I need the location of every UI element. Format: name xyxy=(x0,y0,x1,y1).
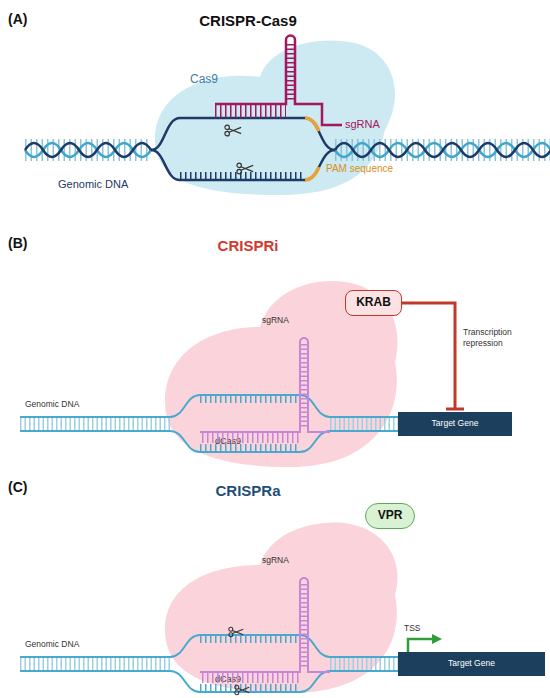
part-label: sgRNA xyxy=(262,316,289,325)
panel-letter: (B) xyxy=(8,236,27,251)
node-text: Target Gene xyxy=(448,659,495,668)
part-label: sgRNA xyxy=(262,556,289,565)
blob-shape xyxy=(155,40,395,195)
part-label: sgRNA xyxy=(345,118,380,130)
panel-letter: (C) xyxy=(8,480,27,495)
gene-box: Target Gene xyxy=(398,412,512,436)
dna-strand xyxy=(25,143,151,157)
node-text: Target Gene xyxy=(432,419,479,428)
dna-strand xyxy=(25,143,151,157)
text-holder: dCas9 xyxy=(215,437,241,447)
tss-arrowhead xyxy=(432,634,442,644)
panel-title: CRISPR-Cas9 xyxy=(199,13,297,30)
node-text: dCas9 xyxy=(215,437,241,447)
blob-shape xyxy=(165,281,398,467)
node-text: VPR xyxy=(378,509,403,522)
part-label: Genomic DNA xyxy=(25,400,79,409)
blob-shape xyxy=(165,523,398,693)
node-text: KRAB xyxy=(356,296,391,309)
text-holder: Target Gene xyxy=(432,419,479,428)
text-holder: Target Gene xyxy=(448,659,495,668)
text-holder: VPR xyxy=(378,509,403,522)
panel-title: CRISPRi xyxy=(218,238,279,255)
gene-box: Target Gene xyxy=(398,652,545,676)
blob-outline xyxy=(160,515,405,698)
text-holder: KRAB xyxy=(356,296,391,309)
text-holder: dCas9 xyxy=(215,675,241,685)
protein-blob: dCas9 xyxy=(160,515,405,698)
part-label: TSS xyxy=(404,624,421,633)
part-label: Genomic DNA xyxy=(25,640,79,649)
effector-box: VPR xyxy=(365,503,415,529)
connector-label: Transcription repression xyxy=(463,327,525,348)
text-holder: Cas9 xyxy=(190,73,218,86)
node-text: Cas9 xyxy=(190,73,218,86)
dna-rungs xyxy=(25,139,151,161)
effector-box: KRAB xyxy=(345,290,402,316)
part-label: Genomic DNA xyxy=(58,178,128,190)
tss-arrow xyxy=(408,639,434,652)
part-label: PAM sequence xyxy=(326,163,393,174)
panel-letter: (A) xyxy=(8,12,27,27)
panel-title: CRISPRa xyxy=(215,483,280,500)
inhibition-connector xyxy=(402,303,455,409)
node-text: dCas9 xyxy=(215,675,241,685)
